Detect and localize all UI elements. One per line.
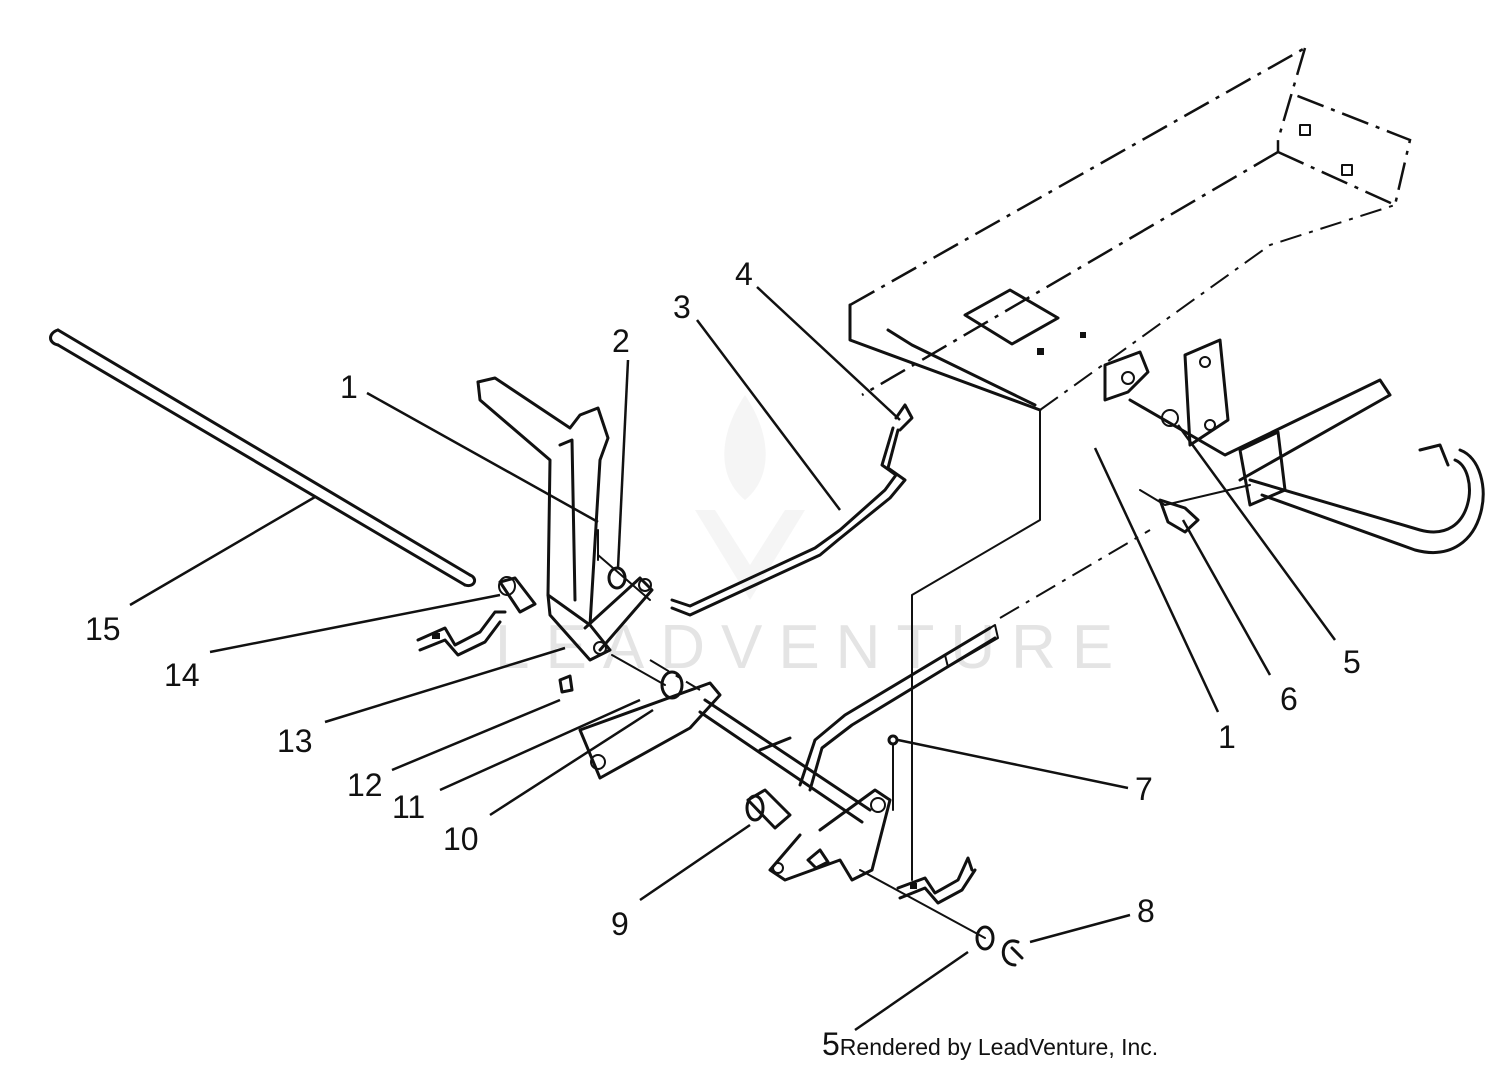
callout-13: 13 [277,723,313,759]
credit-text: Rendered by LeadVenture, Inc. [839,1034,1159,1060]
link-rod [670,403,914,617]
callout-10: 10 [443,821,479,857]
alignment-line [999,529,1151,619]
washer-upper [597,554,651,601]
callout-11: 11 [392,789,425,825]
callout-5-right: 5 [1343,644,1361,680]
clevis-pin [745,788,792,830]
pedal-lever [476,376,654,662]
callout-12: 12 [347,767,383,803]
callout-14: 14 [164,657,200,693]
watermark-text: LEADVENTURE [495,613,1129,682]
callout-6: 6 [1280,681,1298,717]
e-clip [1001,939,1024,967]
alignment-line [649,659,701,691]
strap-clamp-lower [859,856,986,939]
shaft-rod [49,328,477,588]
cotter-pin-7 [887,734,899,811]
strap-clamp-left [416,610,507,657]
callout-8: 8 [1137,893,1155,929]
callout-5-bottom: 5 [822,1026,840,1062]
bushing [498,576,537,614]
right-bracket-assembly [1103,338,1485,554]
callout-labels: 1 2 3 4 5 6 1 7 8 9 10 11 12 13 14 15 [85,256,1361,942]
watermark-logo [695,395,805,600]
callout-2: 2 [612,323,630,359]
screw-12 [558,674,574,694]
callout-3: 3 [673,289,691,325]
credit-line: 5Rendered by LeadVenture, Inc. [822,1026,1158,1063]
callout-4: 4 [735,256,753,292]
cross-shaft-assembly [578,624,999,882]
callout-7: 7 [1135,771,1153,807]
callout-15: 15 [85,611,121,647]
chassis-frame [848,46,1412,881]
washer-11 [611,654,684,700]
washer-lower [975,925,995,951]
callout-9: 9 [611,906,629,942]
leader-lines [129,286,1337,1032]
callout-1-upper: 1 [340,369,358,405]
callout-1-lower: 1 [1218,719,1236,755]
